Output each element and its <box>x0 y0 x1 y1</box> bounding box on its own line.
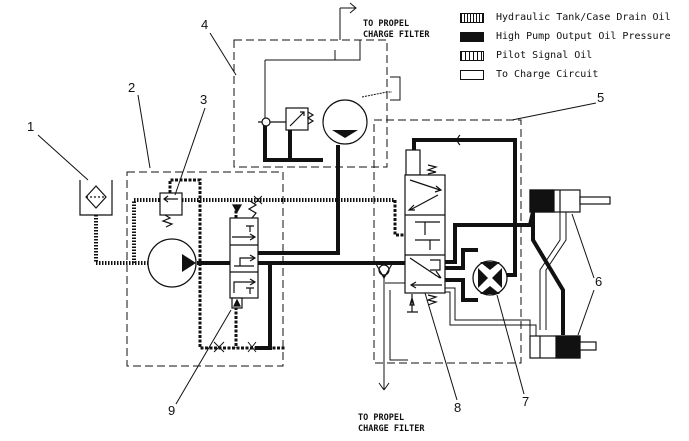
note-bottom-line1: TO PROPEL <box>358 413 405 423</box>
component-box-2 <box>126 171 284 367</box>
callout-6: 6 <box>595 274 603 289</box>
legend-item-pilot: Pilot Signal Oil <box>460 46 671 65</box>
legend-label: To Charge Circuit <box>496 69 599 80</box>
callout-8: 8 <box>454 400 462 415</box>
legend-label: Pilot Signal Oil <box>496 50 593 61</box>
callout-leaders <box>37 32 597 405</box>
motor-7 <box>472 260 508 296</box>
tank-filter <box>79 180 113 216</box>
drain-lines <box>94 198 395 265</box>
note-top-line2: CHARGE FILTER <box>363 30 430 40</box>
legend-item-tank: Hydraulic Tank/Case Drain Oil <box>460 8 671 27</box>
legend-item-charge: To Charge Circuit <box>460 65 671 84</box>
note-top: TO PROPEL CHARGE FILTER <box>363 19 430 41</box>
callout-2: 2 <box>128 80 136 95</box>
control-valve-9 <box>229 200 259 309</box>
legend: Hydraulic Tank/Case Drain Oil High Pump … <box>460 8 671 84</box>
charge-lines <box>264 2 567 391</box>
note-bottom-line2: CHARGE FILTER <box>358 424 425 434</box>
callout-7: 7 <box>522 394 530 409</box>
cylinder-bottom <box>529 335 597 359</box>
legend-label: Hydraulic Tank/Case Drain Oil <box>496 12 671 23</box>
cylinder-top <box>529 189 611 213</box>
pilot-swatch <box>460 50 484 61</box>
callout-1: 1 <box>27 119 35 134</box>
note-bottom: TO PROPEL CHARGE FILTER <box>358 413 425 435</box>
main-pump <box>147 238 197 288</box>
charge-swatch <box>460 69 484 80</box>
callout-9: 9 <box>168 403 176 418</box>
callout-3: 3 <box>200 92 208 107</box>
callout-5: 5 <box>597 90 605 105</box>
charge-pump-4 <box>258 99 368 145</box>
high-pressure-swatch <box>460 31 484 42</box>
relief-valve <box>159 192 183 228</box>
tank-drain-swatch <box>460 12 484 23</box>
component-box-4 <box>233 39 388 168</box>
legend-item-high: High Pump Output Oil Pressure <box>460 27 671 46</box>
callout-4: 4 <box>201 17 209 32</box>
note-top-line1: TO PROPEL <box>363 19 410 29</box>
legend-label: High Pump Output Oil Pressure <box>496 31 671 42</box>
servo-valve-8 <box>404 134 461 313</box>
component-box-5 <box>373 119 522 364</box>
check-valve <box>375 263 393 280</box>
orifice-marks <box>213 195 263 353</box>
